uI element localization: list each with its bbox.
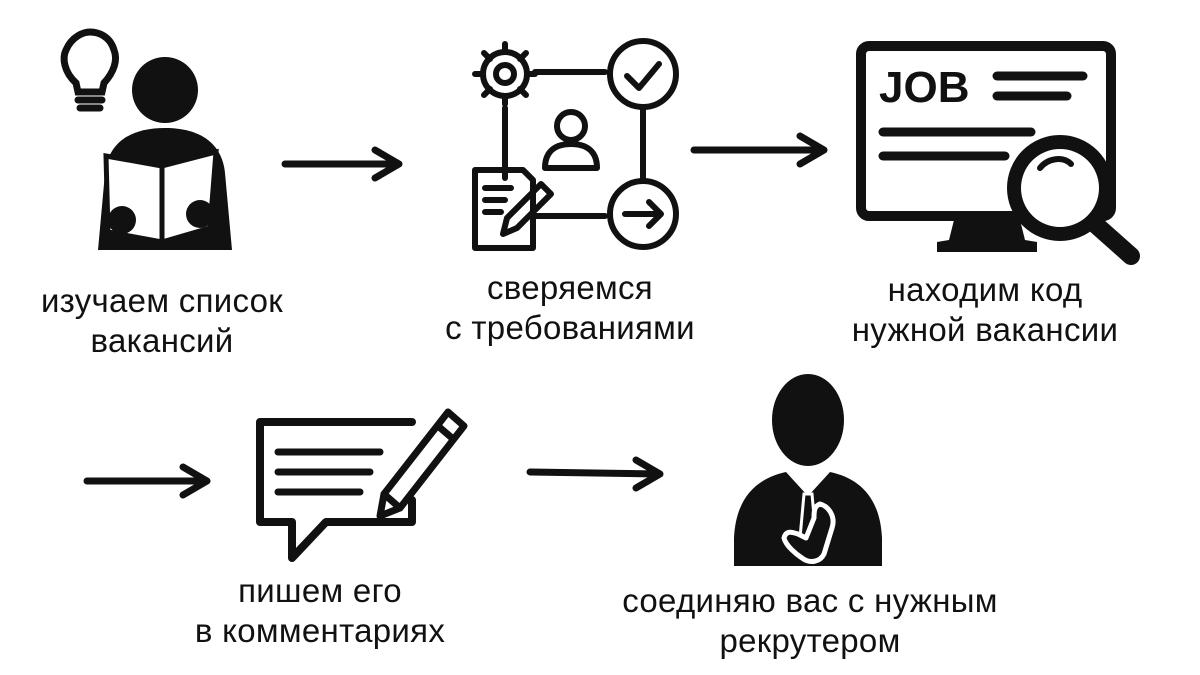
label-line: рекрутером (719, 622, 901, 659)
person-reading-with-lightbulb-icon (60, 28, 232, 250)
requirements-workflow-icon (472, 38, 679, 251)
user-icon (542, 109, 600, 171)
arrow-right-icon (526, 456, 664, 492)
label-line: в комментариях (194, 612, 446, 649)
magnifier-icon (1007, 135, 1140, 265)
job-text: JOB (879, 63, 969, 112)
document-pen-icon (472, 167, 554, 251)
step-label-write: пишем его в комментариях (185, 571, 455, 651)
step-label-study: изучаем список вакансий (28, 281, 296, 361)
pencil-icon (376, 408, 468, 520)
label-line: находим код (887, 271, 1083, 308)
step-label-find: находим код нужной вакансии (820, 270, 1150, 350)
recruiter-with-phone-icon (734, 374, 882, 566)
phone-icon (781, 501, 836, 564)
label-line: нужной вакансии (851, 311, 1119, 348)
arrow-circle-icon (607, 178, 679, 250)
arrow-right-icon (690, 132, 828, 168)
lightbulb-icon (60, 28, 120, 112)
label-line: вакансий (90, 322, 234, 359)
step-label-connect: соединяю вас с нужным рекрутером (600, 581, 1020, 661)
gear-icon (472, 41, 538, 107)
label-line: соединяю вас с нужным (622, 582, 998, 619)
label-line: сверяемся (487, 269, 653, 306)
comment-with-pencil-icon (256, 408, 468, 562)
label-line: пишем его (238, 572, 402, 609)
monitor-job-search-icon: JOB (856, 41, 1140, 265)
arrow-right-icon (281, 146, 403, 182)
check-circle-icon (607, 38, 679, 110)
step-label-check: сверяемся с требованиями (420, 268, 720, 348)
label-line: с требованиями (445, 309, 695, 346)
label-line: изучаем список (40, 282, 284, 319)
arrow-right-icon (83, 463, 211, 499)
